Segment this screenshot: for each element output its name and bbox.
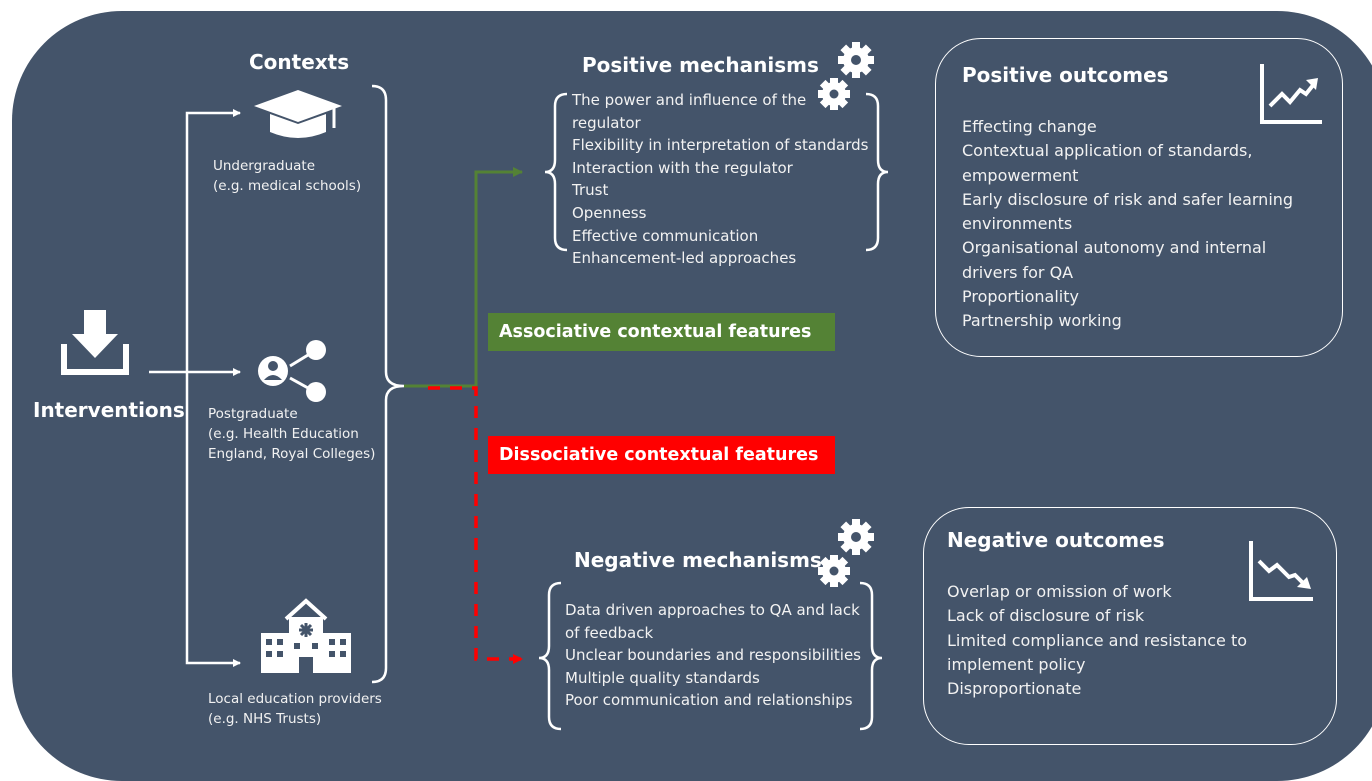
positive-mechanisms-left-brace (544, 92, 568, 252)
list-item: Limited compliance and resistance to (947, 630, 1248, 650)
list-item: Poor communication and relationships (565, 691, 853, 710)
trend-up-chart-icon (1258, 62, 1324, 130)
positive-outcomes-list: Effecting change Contextual application … (962, 115, 1293, 334)
positive-outcomes-heading: Positive outcomes (962, 63, 1169, 87)
list-item: Multiple quality standards (565, 668, 760, 687)
dissociative-features-banner: Dissociative contextual features (488, 436, 835, 474)
negative-mechanisms-list: Data driven approaches to QA and lack of… (565, 599, 861, 712)
intervention-arrows (149, 109, 241, 667)
list-item: of feedback (565, 623, 654, 642)
list-item: regulator (572, 113, 641, 132)
positive-mechanisms-heading: Positive mechanisms (582, 53, 819, 77)
list-item: Interaction with the regulator (572, 158, 793, 177)
list-item: Effective communication (572, 226, 759, 245)
list-item: Lack of disclosure of risk (947, 606, 1145, 626)
negative-outcomes-list: Overlap or omission of work Lack of disc… (947, 580, 1247, 701)
context-line: (e.g. medical schools) (213, 178, 362, 194)
positive-outcomes-box (935, 38, 1343, 357)
download-icon (60, 308, 130, 382)
diagram-canvas: Interventions Contexts Undergraduate (e.… (12, 11, 1372, 781)
negative-outcomes-heading: Negative outcomes (947, 528, 1165, 552)
list-item: implement policy (947, 654, 1086, 674)
interventions-label: Interventions (33, 398, 185, 422)
negative-mechanisms-left-brace (538, 581, 562, 731)
list-item: Trust (572, 181, 609, 200)
list-item: Unclear boundaries and responsibilities (565, 646, 862, 665)
graduation-cap-icon (250, 84, 346, 148)
list-item: Openness (572, 203, 647, 222)
negative-outcomes-box (923, 507, 1337, 745)
associative-features-banner: Associative contextual features (488, 313, 835, 351)
list-item: Data driven approaches to QA and lack (565, 601, 860, 619)
list-item: Partnership working (962, 311, 1122, 331)
trend-down-chart-icon (1247, 539, 1317, 607)
list-item: Flexibility in interpretation of standar… (572, 136, 869, 155)
gears-icon (812, 515, 882, 595)
people-network-icon (256, 338, 328, 408)
positive-mechanisms-list: The power and influence of the regulator… (572, 89, 868, 270)
gears-icon (812, 38, 882, 118)
negative-mechanisms-right-brace (859, 581, 883, 731)
list-item: The power and influence of the (572, 91, 807, 109)
background-panel (12, 11, 1372, 781)
context-line: England, Royal Colleges) (208, 446, 376, 462)
list-item: Proportionality (962, 287, 1079, 307)
postgraduate-context: Postgraduate (e.g. Health Education Engl… (208, 404, 375, 464)
context-line: Undergraduate (213, 158, 316, 174)
local-providers-context: Local education providers (e.g. NHS Trus… (208, 689, 382, 729)
list-item: environments (962, 214, 1073, 234)
negative-mechanisms-heading: Negative mechanisms (574, 548, 822, 572)
list-item: Contextual application of standards, (962, 141, 1253, 161)
list-item: Effecting change (962, 117, 1097, 136)
list-item: Overlap or omission of work (947, 582, 1172, 601)
associative-path (404, 167, 523, 388)
context-line: (e.g. Health Education (208, 426, 359, 442)
list-item: Early disclosure of risk and safer learn… (962, 189, 1294, 209)
list-item: Organisational autonomy and internal (962, 238, 1267, 258)
list-item: empowerment (962, 165, 1079, 185)
list-item: Disproportionate (947, 679, 1082, 699)
undergraduate-context: Undergraduate (e.g. medical schools) (213, 156, 361, 196)
context-line: (e.g. NHS Trusts) (208, 711, 322, 727)
hospital-icon (259, 597, 353, 677)
contexts-heading: Contexts (249, 50, 350, 74)
context-line: Local education providers (208, 691, 382, 707)
contexts-bracket (371, 84, 405, 684)
dissociative-path (428, 386, 523, 664)
context-line: Postgraduate (208, 406, 298, 422)
list-item: Enhancement-led approaches (572, 249, 797, 268)
list-item: drivers for QA (962, 262, 1074, 282)
positive-mechanisms-right-brace (865, 92, 889, 252)
connector-lines (149, 84, 889, 731)
